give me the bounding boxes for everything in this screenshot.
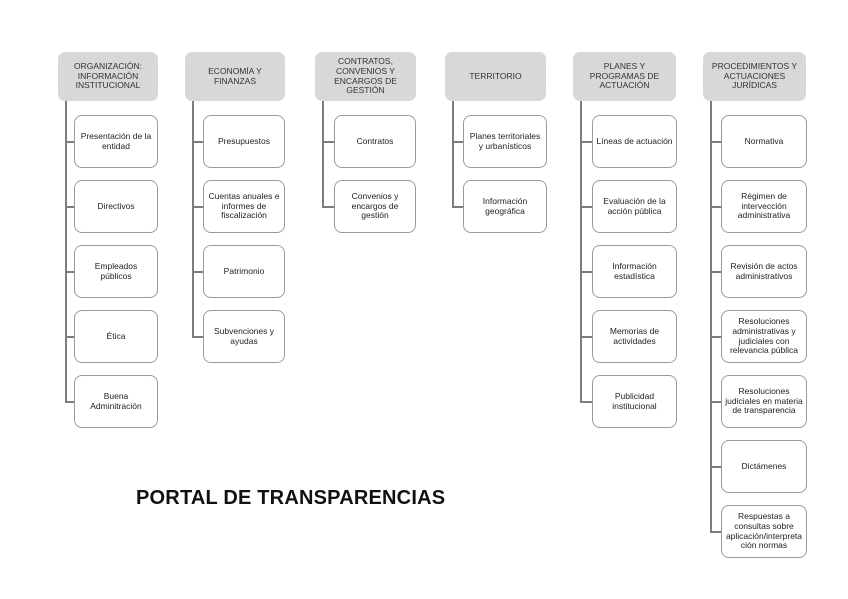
connector-line — [65, 140, 74, 143]
column-header: CONTRATOS, CONVENIOS Y ENCARGOS DE GESTI… — [315, 52, 416, 101]
connector-line — [192, 335, 203, 338]
connector-line — [580, 270, 592, 273]
connector-line — [192, 101, 194, 337]
node-box: Planes territoriales y urbanísticos — [463, 115, 547, 168]
connector-line — [710, 530, 721, 533]
connector-line — [580, 400, 592, 403]
node-box: Memorias de actividades — [592, 310, 677, 363]
column-header: PLANES Y PROGRAMAS DE ACTUACIÓN — [573, 52, 676, 101]
node-box: Respuestas a consultas sobre aplicación/… — [721, 505, 807, 558]
node-box: Contratos — [334, 115, 416, 168]
connector-line — [192, 205, 203, 208]
node-box: Patrimonio — [203, 245, 285, 298]
node-box: Revisión de actos administrativos — [721, 245, 807, 298]
node-box: Líneas de actuación — [592, 115, 677, 168]
connector-line — [710, 140, 721, 143]
connector-line — [452, 101, 454, 207]
connector-line — [65, 270, 74, 273]
connector-line — [580, 101, 582, 402]
column-header: PROCEDIMIENTOS Y ACTUACIONES JURÍDICAS — [703, 52, 806, 101]
node-box: Convenios y encargos de gestión — [334, 180, 416, 233]
node-box: Información geográfica — [463, 180, 547, 233]
connector-line — [580, 335, 592, 338]
page-title: PORTAL DE TRANSPARENCIAS — [136, 487, 446, 509]
node-box: Presentación de la entidad — [74, 115, 158, 168]
connector-line — [322, 140, 334, 143]
column-header: TERRITORIO — [445, 52, 546, 101]
connector-line — [710, 335, 721, 338]
connector-line — [580, 140, 592, 143]
connector-line — [710, 101, 712, 532]
connector-line — [322, 101, 324, 207]
connector-line — [192, 270, 203, 273]
node-box: Buena Adminitración — [74, 375, 158, 428]
node-box: Directivos — [74, 180, 158, 233]
connector-line — [452, 140, 463, 143]
connector-line — [65, 205, 74, 208]
node-box: Evaluación de la acción pública — [592, 180, 677, 233]
connector-line — [710, 270, 721, 273]
column-header: ECONOMÍA Y FINANZAS — [185, 52, 285, 101]
node-box: Normativa — [721, 115, 807, 168]
node-box: Ética — [74, 310, 158, 363]
connector-line — [710, 465, 721, 468]
connector-line — [452, 205, 463, 208]
connector-line — [710, 400, 721, 403]
connector-line — [710, 205, 721, 208]
node-box: Cuentas anuales e informes de fiscalizac… — [203, 180, 285, 233]
connector-line — [192, 140, 203, 143]
node-box: Régimen de intervección administrativa — [721, 180, 807, 233]
node-box: Resoluciones judiciales en materia de tr… — [721, 375, 807, 428]
node-box: Dictámenes — [721, 440, 807, 493]
connector-line — [65, 335, 74, 338]
node-box: Resoluciones administrativas y judiciale… — [721, 310, 807, 363]
connector-line — [65, 400, 74, 403]
connector-line — [580, 205, 592, 208]
node-box: Publicidad institucional — [592, 375, 677, 428]
connector-line — [322, 205, 334, 208]
node-box: Empleados públicos — [74, 245, 158, 298]
node-box: Presupuestos — [203, 115, 285, 168]
column-header: ORGANIZACIÓN: INFORMACIÓN INSTITUCIONAL — [58, 52, 158, 101]
node-box: Información estadística — [592, 245, 677, 298]
node-box: Subvenciones y ayudas — [203, 310, 285, 363]
connector-line — [65, 101, 67, 402]
